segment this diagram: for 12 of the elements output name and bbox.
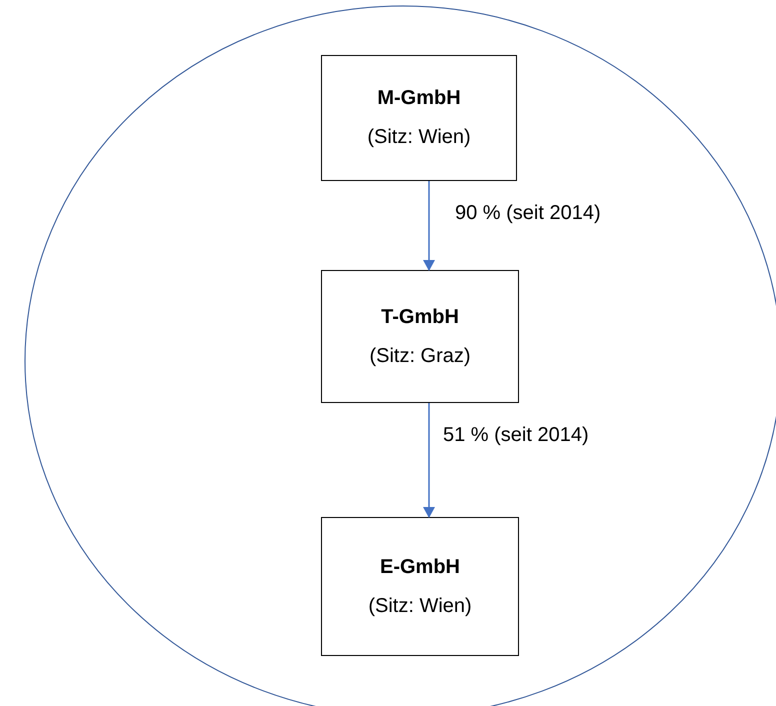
location-text: (Sitz: Wien) xyxy=(367,125,471,150)
company-name: E-GmbH xyxy=(380,554,460,580)
oval-outline xyxy=(24,5,776,706)
company-name: T-GmbH xyxy=(381,304,459,330)
location-text: (Sitz: Graz) xyxy=(369,344,471,368)
arrow xyxy=(423,181,435,271)
arrow xyxy=(423,403,435,518)
company-box xyxy=(321,270,519,403)
company-box xyxy=(321,517,519,656)
company-name: M-GmbH xyxy=(377,86,461,111)
company-box xyxy=(321,55,517,181)
location-text: (Sitz: Wien) xyxy=(368,594,472,618)
